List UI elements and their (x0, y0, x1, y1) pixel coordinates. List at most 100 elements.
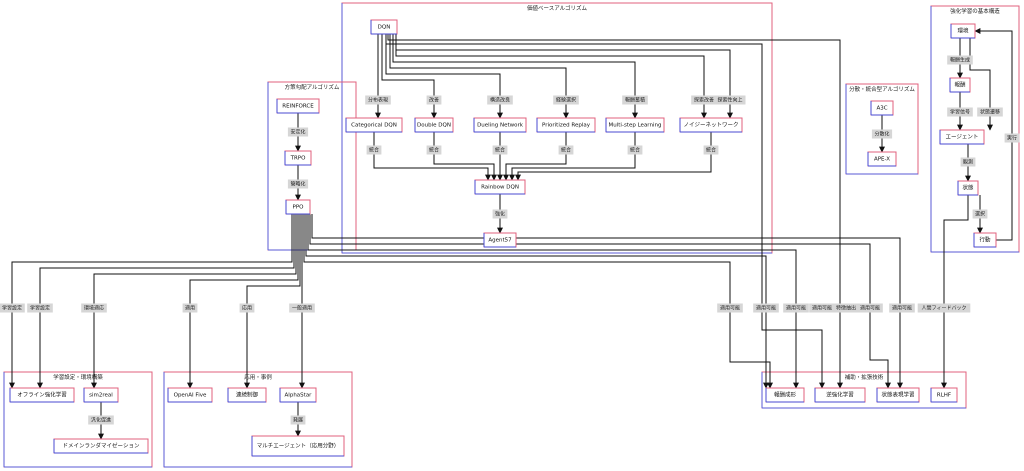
edge-label: 実行 (1004, 133, 1020, 143)
edge-categorical-rainbow (373, 132, 491, 181)
node-reward-shaping: 報酬成形 (765, 387, 805, 403)
node-noisy: ノイジーネットワーク (679, 117, 743, 133)
edge-label-text: 状態遷移 (980, 109, 1000, 116)
node-label: 報酬成形 (774, 391, 797, 399)
edge-label: 安定化 (287, 127, 309, 137)
node-prioritized: Prioritized Replay (536, 117, 596, 133)
edge-label-text: 適用可能 (786, 305, 806, 312)
group-aux: 補助・拡張技術 (761, 371, 967, 409)
edge-label-text: 報酬生成 (950, 57, 970, 64)
node-label: 連続制御 (236, 391, 259, 399)
edge-label: 発展 (290, 415, 306, 425)
node-rainbow: Rainbow DQN (474, 179, 526, 195)
node-a3c: A3C (870, 100, 894, 116)
node-dueling: Dueling Network (473, 117, 527, 133)
edge-label: 探索改善 (691, 95, 717, 105)
node-label: RLHF (937, 393, 951, 399)
edge-label: 分布表現 (365, 95, 391, 105)
node-label: OpenAI Five (174, 393, 207, 399)
edge-label-text: 報酬蓄積 (625, 97, 645, 104)
edge-label: 構造改良 (487, 95, 513, 105)
node-label: 逆強化学習 (826, 391, 854, 399)
node-label: Dueling Network (477, 123, 524, 129)
group-learning-env: 学習設定・環境構築 (3, 371, 153, 468)
edge-ppo-aux3 (307, 214, 799, 389)
group-distributed: 分散・統合型アルゴリズム (845, 83, 919, 175)
node-alphastar: AlphaStar (279, 387, 317, 403)
edge-label: 人間フィードバック (917, 303, 971, 313)
edge-label: 適用 (182, 303, 198, 313)
edge-label: 適用可能 (753, 303, 779, 313)
group-title: 補助・拡張技術 (845, 373, 884, 381)
node-action: 行動 (973, 232, 997, 248)
edge-noisy-rainbow (515, 132, 712, 181)
node-openai-five: OpenAI Five (167, 387, 213, 403)
node-label: Prioritized Replay (542, 123, 591, 129)
edge-label-text: 分布表現 (368, 97, 388, 104)
group-applications: 応用・事例 (163, 371, 353, 468)
edge-dqn-aux5 (387, 34, 843, 389)
edge-ppo-aux6 (309, 214, 891, 389)
edge-label-text: 適用可能 (860, 305, 880, 312)
node-label: エージェント (946, 134, 979, 141)
edge-label: 統合 (366, 145, 382, 155)
node-reinforce: REINFORCE (276, 98, 320, 114)
edge-label-text: 学習設定 (30, 305, 50, 312)
node-label: APE-X (874, 157, 890, 163)
edge-label: 簡略化 (287, 179, 309, 189)
node-offline: オフライン強化学習 (9, 387, 75, 403)
edge-label-text: 人間フィードバック (922, 306, 967, 312)
edge-dqn-dueling (385, 34, 503, 119)
node-label: 報酬 (954, 81, 966, 89)
node-state: 状態 (957, 180, 979, 196)
edge-label-text: 適用可能 (720, 305, 740, 312)
edge-ppo-offline2 (37, 214, 295, 389)
node-reward: 報酬 (949, 77, 971, 93)
node-domain-rand: ドメインランダマイゼーション (53, 438, 149, 454)
edge-label: 統合 (627, 145, 643, 155)
edge-multistep-rainbow (509, 132, 636, 181)
edge-label: 適用可能 (857, 303, 883, 313)
node-inverse-rl: 逆強化学習 (814, 387, 866, 403)
group-title: 応用・事例 (244, 373, 272, 381)
edge-ppo-aux1 (303, 214, 773, 389)
edge-label: 環境適応 (81, 303, 107, 313)
edge-label: 統合 (492, 145, 508, 155)
edge-label-text: 探索性向上 (717, 97, 742, 104)
node-agent: エージェント (939, 129, 985, 145)
node-trpo: TRPO (284, 150, 312, 166)
node-label: DQN (378, 25, 391, 31)
edge-label: 一般適用 (289, 303, 315, 313)
edge-label-text: 適用 (185, 305, 195, 312)
edge-label: 分散化 (871, 129, 893, 139)
node-label: 環境 (957, 27, 969, 35)
node-multiagent: マルチエージェント（応用分野） (251, 435, 345, 457)
node-robotics: 連続制御 (227, 387, 267, 403)
edge-label-text: 経験選択 (556, 97, 576, 104)
edge-label: 経験選択 (553, 95, 579, 105)
edge-ppo-offline (9, 214, 293, 389)
edge-label: 統合 (703, 145, 719, 155)
edge-label: 汎化促進 (88, 415, 114, 425)
node-label: sim2real (89, 393, 113, 399)
edge-label-text: 改善 (429, 97, 439, 104)
edge-double-rainbow (433, 132, 497, 181)
edge-label: 統合 (558, 145, 574, 155)
edge-env-agent (969, 38, 993, 131)
node-multistep: Multi-step Learning (605, 117, 665, 133)
node-label: TRPO (290, 156, 306, 162)
edge-label: 適用可能 (783, 303, 809, 313)
node-label: Categorical DQN (351, 123, 397, 129)
edge-ppo-aux7 (311, 214, 903, 389)
edge-dqn-aux4 (385, 34, 825, 389)
edge-label-text: 分散化 (874, 131, 889, 138)
node-agent57: Agent57 (483, 232, 517, 248)
edge-ppo-robotics (244, 214, 301, 389)
edge-label-text: 適用可能 (812, 305, 832, 312)
edge-label: 選択 (972, 209, 988, 219)
edge-label-text: 簡略化 (290, 181, 305, 188)
group-title: 分散・統合型アルゴリズム (849, 85, 915, 93)
edge-dqn-multistep (392, 34, 638, 119)
edge-label-text: 適用可能 (892, 305, 912, 312)
edge-label-text: 適用可能 (756, 305, 776, 312)
